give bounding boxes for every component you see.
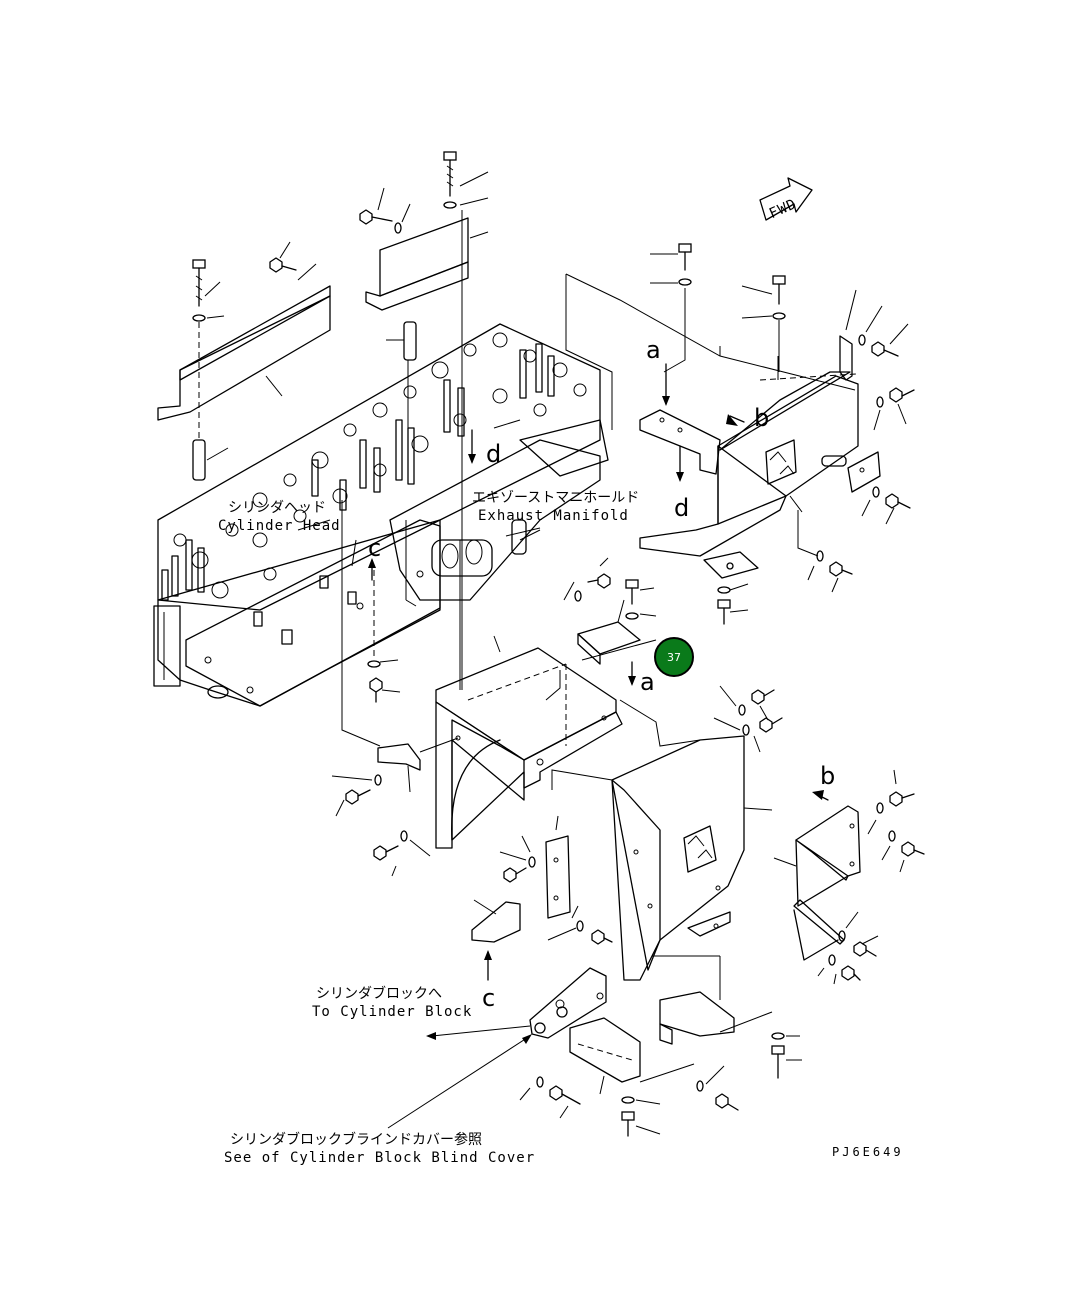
left-lower-bracket [331, 737, 459, 877]
callout-number[interactable]: 37 [667, 651, 681, 664]
cylinder-head-label-en: Cylinder Head [218, 518, 341, 534]
view-letter-a-top: a [646, 336, 661, 364]
view-letter-b-top: b [754, 404, 769, 432]
center-hardware [341, 500, 657, 747]
exhaust-manifold-label-en: Exhaust Manifold [478, 508, 629, 524]
cylinder-head-label-jp: シリンダヘッド [228, 500, 326, 516]
front-shield [551, 699, 773, 981]
exhaust-manifold-label-jp: エキゾーストマニホールド [472, 490, 639, 506]
top-bracket-assembly [359, 151, 489, 361]
view-letter-d-left: d [486, 440, 501, 468]
upper-heat-shield [565, 273, 881, 579]
cylinder-head [153, 323, 601, 707]
view-letter-markers: a b d d c a b c [368, 336, 835, 1012]
drawing-code: PJ6E649 [832, 1145, 904, 1159]
callout-circle[interactable] [654, 637, 694, 677]
right-lower-bracket [773, 769, 925, 985]
bracket-c-assembly [471, 815, 613, 945]
blind-cover-label-en: See of Cylinder Block Blind Cover [224, 1150, 535, 1166]
view-letter-d-right: d [674, 494, 689, 522]
to-cylinder-block-label-jp: シリンダブロックへ [316, 985, 442, 1002]
left-long-bracket [157, 241, 331, 481]
center-box-cover [435, 599, 641, 849]
upper-right-hardware [650, 243, 915, 625]
view-letter-b-bottom: b [820, 762, 835, 790]
view-letter-c-bottom: c [482, 984, 495, 1012]
fwd-label: FWD [767, 196, 799, 222]
view-letter-c-top: c [368, 534, 381, 562]
callout-37-marker[interactable]: 37 [654, 637, 694, 677]
fwd-arrow-icon: FWD [759, 177, 813, 222]
view-letter-a-bottom: a [640, 668, 655, 696]
blind-cover-label-jp: シリンダブロックブラインドカバー参照 [230, 1131, 482, 1148]
bottom-brackets [519, 955, 802, 1137]
part-labels: シリンダヘッド Cylinder Head エキゾーストマニホールド Exhau… [218, 490, 904, 1166]
leader-lines [297, 210, 829, 1129]
shield-hardware [713, 685, 783, 753]
to-cylinder-block-label-en: To Cylinder Block [312, 1004, 472, 1020]
